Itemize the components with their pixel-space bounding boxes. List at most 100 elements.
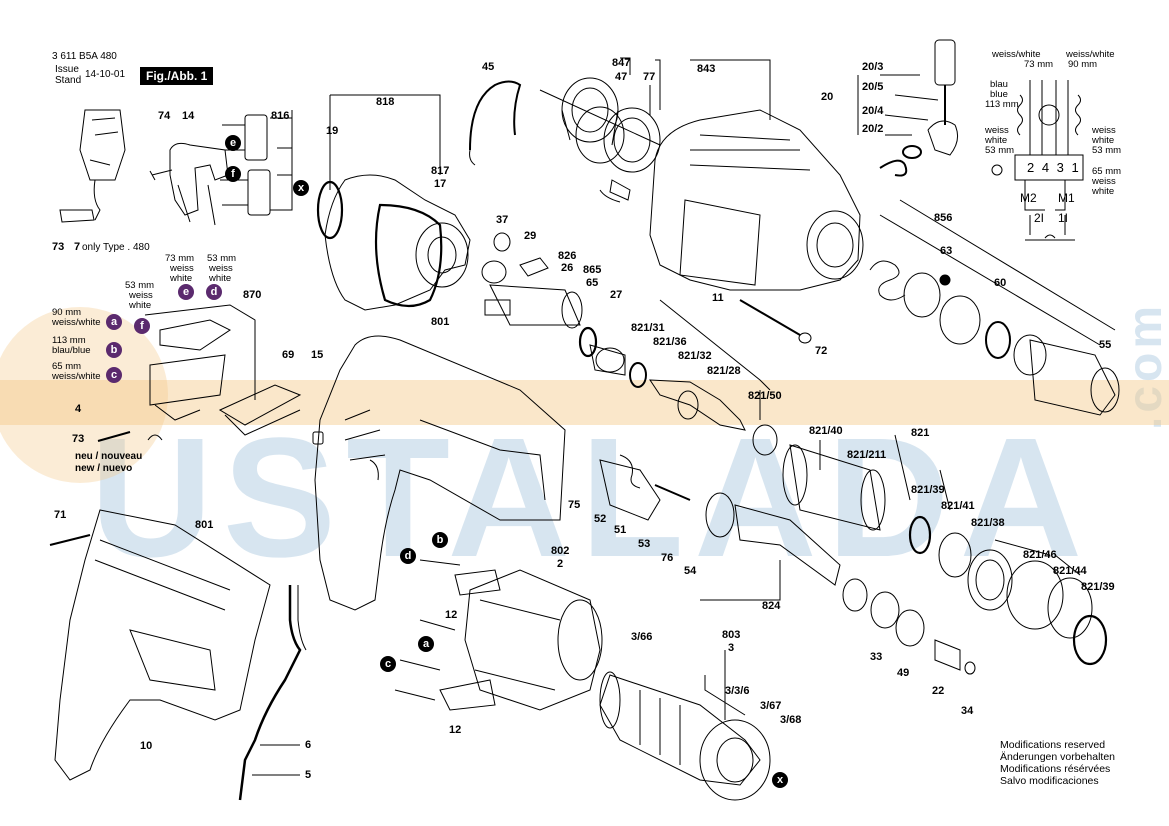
part-77: 77 — [643, 71, 656, 83]
wiring-white-left: white — [985, 135, 1008, 146]
part-37: 37 — [496, 214, 509, 226]
part-802: 802 — [551, 545, 570, 557]
part-72: 72 — [815, 345, 828, 357]
brush-f-length: 53 mm — [125, 280, 155, 291]
part-27: 27 — [610, 289, 623, 301]
callout-e-mid: e — [178, 284, 194, 300]
part-821: 821 — [911, 427, 930, 439]
brush-a-label: 90 mm weiss/white — [52, 307, 101, 328]
wiring-bottom-mm: 65 mm — [1092, 166, 1122, 177]
figure-label: Fig./Abb. 1 — [140, 67, 214, 85]
part-26: 26 — [561, 262, 574, 274]
part-821-44: 821/44 — [1053, 565, 1087, 577]
part-821-39-top: 821/39 — [911, 484, 945, 496]
part-15: 15 — [311, 349, 324, 361]
wiring-blue: blue — [990, 89, 1008, 100]
part-816: 816 — [271, 110, 290, 122]
part-821-32: 821/32 — [678, 350, 712, 362]
issue-label: Issue — [55, 64, 79, 75]
part-55: 55 — [1099, 339, 1112, 351]
part-53: 53 — [638, 538, 651, 550]
part-5: 5 — [305, 769, 312, 781]
brush-d-color2: white — [209, 273, 232, 284]
part-3-67: 3/67 — [760, 700, 782, 712]
part-4: 4 — [75, 403, 82, 415]
part-54: 54 — [684, 565, 697, 577]
part-76: 76 — [661, 552, 674, 564]
part-821-211: 821/211 — [847, 449, 887, 461]
wiring-blau-mm: 113 mm — [985, 99, 1019, 110]
wiring-top-left-mm: 73 mm — [1024, 59, 1054, 70]
brush-d-color1: weiss — [209, 263, 233, 274]
callout-x-bottom: x — [772, 772, 788, 788]
brush-d-length: 53 mm — [207, 253, 237, 264]
part-7: 7 — [74, 241, 81, 253]
part-10: 10 — [140, 740, 153, 752]
callout-f-mid: f — [134, 318, 150, 334]
wiring-top-left: weiss/white — [992, 49, 1041, 60]
part-3: 3 — [728, 642, 735, 654]
part-20-3: 20/3 — [862, 61, 884, 73]
brush-e-length: 73 mm — [165, 253, 195, 264]
part-17: 17 — [434, 178, 447, 190]
part-3-3-6: 3/3/6 — [725, 685, 750, 697]
callout-e-top: e — [225, 135, 241, 151]
brush-f-color2: white — [129, 300, 152, 311]
part-11: 11 — [712, 292, 724, 304]
part-817: 817 — [431, 165, 450, 177]
part-6: 6 — [305, 739, 312, 751]
note-de: Änderungen vorbehalten — [1000, 751, 1116, 763]
part-3-66: 3/66 — [631, 631, 653, 643]
part-821-36: 821/36 — [653, 336, 687, 348]
part-33: 33 — [870, 651, 883, 663]
wiring-weiss-left: weiss — [985, 125, 1009, 136]
part-49: 49 — [897, 667, 910, 679]
doc-number: 3 611 B5A 480 — [52, 51, 117, 62]
part-847: 847 — [612, 57, 631, 69]
part-870: 870 — [243, 289, 262, 301]
issue-date: 14-10-01 — [85, 69, 126, 80]
part-60: 60 — [994, 277, 1007, 289]
wiring-blau: blau — [990, 79, 1008, 90]
part-45: 45 — [482, 61, 495, 73]
wiring-m2: M2 — [1020, 191, 1037, 205]
part-52: 52 — [594, 513, 607, 525]
part-12-top: 12 — [445, 609, 458, 621]
callout-a-mid: a — [106, 314, 122, 330]
part-801-lower: 801 — [195, 519, 214, 531]
part-843: 843 — [697, 63, 716, 75]
wiring-m1: M1 — [1058, 191, 1075, 205]
part-818: 818 — [376, 96, 395, 108]
part-20-5: 20/5 — [862, 81, 884, 93]
part-65: 65 — [586, 277, 599, 289]
callout-d-lower: d — [400, 548, 416, 564]
part-20-2: 20/2 — [862, 123, 884, 135]
brush-f-color1: weiss — [129, 290, 153, 301]
part-19: 19 — [326, 125, 339, 137]
wiring-weiss-left-mm: 53 mm — [985, 145, 1015, 156]
watermark-circle — [0, 307, 168, 483]
part-821-31: 821/31 — [631, 322, 665, 334]
callout-f-top: f — [225, 166, 241, 182]
part-821-38: 821/38 — [971, 517, 1005, 529]
wiring-terminals: 2 4 3 1 — [1027, 160, 1081, 175]
part-71: 71 — [54, 509, 67, 521]
stand-label: Stand — [55, 75, 82, 86]
part-824: 824 — [762, 600, 781, 612]
part-34: 34 — [961, 705, 974, 717]
part-821-41: 821/41 — [941, 500, 975, 512]
part-22: 22 — [932, 685, 945, 697]
part-51: 51 — [614, 524, 627, 536]
callout-d-mid: d — [206, 284, 222, 300]
wiring-top-right-mm: 90 mm — [1068, 59, 1098, 70]
part-12-bottom: 12 — [449, 724, 462, 736]
callout-x-top: x — [293, 180, 309, 196]
part-29: 29 — [524, 230, 537, 242]
part-14: 14 — [182, 110, 195, 122]
part-73-top: 73 — [52, 241, 65, 253]
brush-b-label: 113 mm blau/blue — [52, 335, 91, 356]
part-47: 47 — [615, 71, 628, 83]
note-en: Modifications reserved — [1000, 739, 1106, 751]
part-821-46: 821/46 — [1023, 549, 1057, 561]
